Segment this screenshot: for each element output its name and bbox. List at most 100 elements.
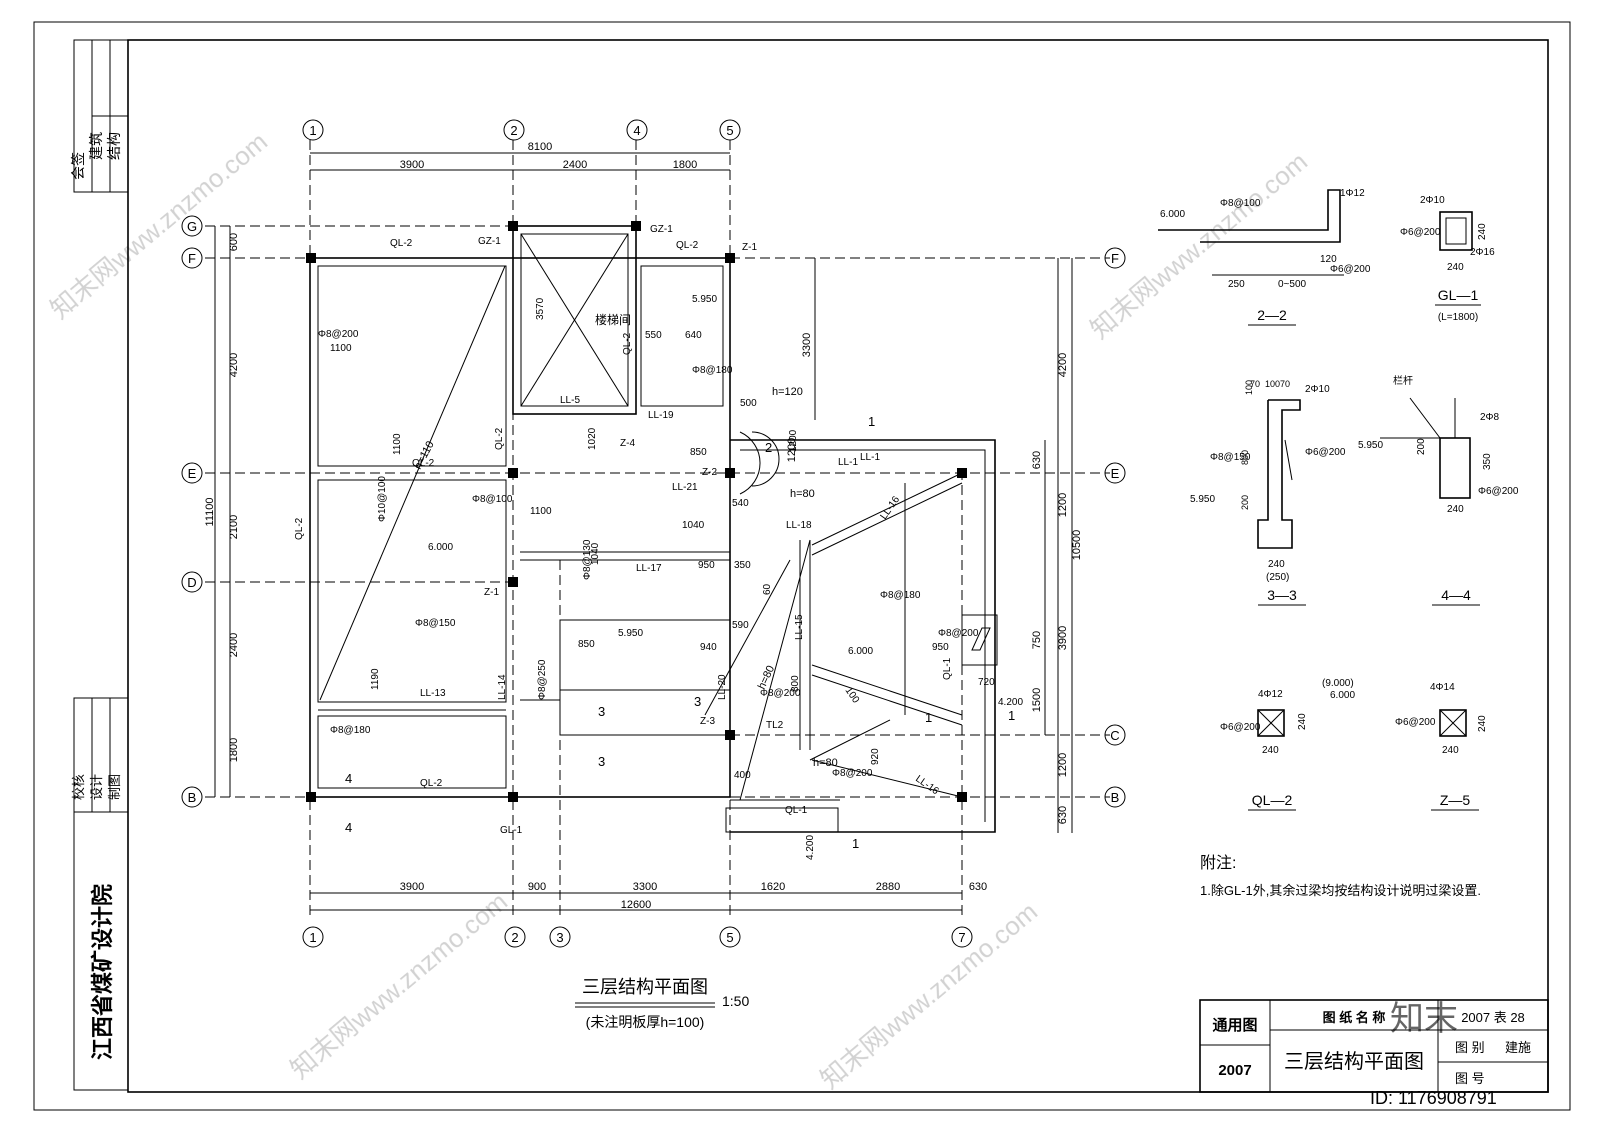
- tb-code: 2007 表 28: [1461, 1010, 1525, 1025]
- tb-name: 三层结构平面图: [1284, 1050, 1424, 1073]
- notes-block: 附注: 1.除GL-1外,其余过梁均按结构设计说明过梁设置.: [1200, 854, 1481, 898]
- s33-dim-240: 240: [1268, 559, 1285, 570]
- axis-right-B: B: [1111, 790, 1120, 805]
- rebar-8: Φ8@250: [537, 659, 548, 700]
- s33-dim-100b: 100: [1244, 380, 1254, 395]
- len-3: 1100: [530, 506, 552, 517]
- len-17: 950: [932, 642, 949, 653]
- section-mark-1: 1: [868, 414, 875, 429]
- elev-4: 6.000: [848, 646, 873, 657]
- len-23: 100: [843, 685, 862, 705]
- axis-top-5: 5: [726, 123, 733, 138]
- axis-bottom-5: 5: [726, 930, 733, 945]
- beam-ll14: LL-14: [497, 674, 508, 700]
- axis-top-4: 4: [633, 123, 640, 138]
- beam-ll16-b: LL-16: [913, 773, 941, 797]
- s33-elev: 5.950: [1190, 494, 1215, 505]
- stair-label: 楼梯间: [595, 312, 631, 327]
- s33-rebar-2: Φ8@150: [1210, 452, 1251, 463]
- beam-ll19: LL-19: [648, 410, 674, 421]
- axis-left-F: F: [188, 251, 196, 266]
- plan-note: (未注明板厚h=100): [586, 1014, 705, 1030]
- len-1: 1100: [330, 343, 352, 354]
- dim-left-3: 2100: [228, 515, 240, 539]
- dim-right-inner-1: 3300: [801, 333, 813, 357]
- beam-ql1-right: QL-1: [942, 657, 953, 680]
- s22-rebar-2: Φ8@100: [1220, 198, 1261, 209]
- beam-z2: Z-2: [702, 467, 717, 478]
- s33-dim-250: (250): [1266, 572, 1289, 583]
- beam-gz1-b: GZ-1: [650, 224, 673, 235]
- check-label: 校核: [71, 774, 87, 800]
- beam-ll15: LL-15: [794, 614, 805, 640]
- s33-rebar-1: 2Φ10: [1305, 384, 1330, 395]
- s33-title: 3—3: [1267, 587, 1297, 603]
- s44-dim-1: 240: [1447, 504, 1464, 515]
- dim-right-inner-4: 750: [1031, 631, 1043, 649]
- len-14: 590: [732, 620, 749, 631]
- detail-gl1: 2Φ10 Φ6@200 2Φ16 240 240 GL—1 (L=1800): [1400, 195, 1495, 323]
- beam-z1-top: Z-1: [742, 242, 757, 253]
- rebar-7: Φ8@130: [582, 539, 593, 580]
- sign-label: 会签: [70, 152, 87, 180]
- dimension-lines: 8100 3900 2400 1800 3900 900 3300 1620 2…: [204, 141, 1083, 911]
- section-mark-10: 4: [345, 820, 352, 835]
- s44-label: 栏杆: [1393, 374, 1413, 387]
- elev-1: 6.000: [428, 542, 453, 553]
- len-18: 720: [978, 677, 995, 688]
- rebar-3: Φ8@150: [415, 618, 456, 629]
- section-mark-2: 1: [852, 836, 859, 851]
- beam-tl2: TL2: [766, 720, 784, 731]
- s44-title: 4—4: [1441, 587, 1471, 603]
- dim-bottom-total: 12600: [621, 899, 652, 911]
- watermark-3: 知末网www.znzmo.com: [285, 886, 513, 1084]
- s44-elev: 5.950: [1358, 440, 1383, 451]
- detail-section-4-4: 栏杆 2Φ8 Φ6@200 5.950 240 350 200 4—4: [1358, 374, 1519, 606]
- dim-right-inner-2: 630: [1031, 451, 1043, 469]
- axis-left-B: B: [188, 790, 197, 805]
- dim-right-2: 1200: [1057, 493, 1069, 517]
- detail-section-3-3: 70 100 70 100 800 200 2Φ10 Φ8@150 Φ6@200…: [1190, 379, 1346, 606]
- s44-dim-2: 350: [1482, 453, 1493, 470]
- design-label: 设计: [90, 774, 105, 800]
- gl1-rebar-3: 2Φ16: [1470, 247, 1495, 258]
- elev-5: 4.200: [998, 697, 1023, 708]
- dim-bottom-2: 900: [528, 881, 546, 893]
- dim-right-total: 10500: [1071, 530, 1083, 561]
- beam-ll17: LL-17: [636, 563, 662, 574]
- z5-dim-2: 240: [1477, 715, 1488, 732]
- dim-bottom-6: 630: [969, 881, 987, 893]
- title-block: 通用图 2007 图 纸 名 称 三层结构平面图 2007 表 28 图 别 建…: [1199, 999, 1549, 1093]
- dim-top-total: 8100: [528, 141, 552, 153]
- watermark-4: 知末网www.znzmo.com: [815, 896, 1043, 1094]
- s22-rebar-1: 1Φ12: [1340, 188, 1365, 199]
- len-4: 1190: [370, 668, 381, 690]
- dim-bottom-5: 2880: [876, 881, 900, 893]
- z5-title: Z—5: [1440, 792, 1471, 808]
- axis-bottom-7: 7: [958, 930, 965, 945]
- elev-6: 4.200: [805, 835, 816, 860]
- len-7: 850: [690, 447, 707, 458]
- sheet-inner-frame: [127, 39, 1549, 1093]
- tb-general: 通用图: [1212, 1017, 1257, 1034]
- axis-left-G: G: [187, 219, 197, 234]
- s44-rebar-1: 2Φ8: [1480, 412, 1500, 423]
- gl1-dim-2: 240: [1477, 223, 1488, 240]
- s33-dim-70a: 70: [1250, 379, 1260, 389]
- axis-left-E: E: [188, 466, 197, 481]
- left-signature-strip: 会签 建筑 结构 校核 设计 制图 江西省煤矿设计院: [70, 39, 129, 1091]
- s33-dim-800: 800: [1240, 450, 1250, 465]
- rebar-1: Φ8@200: [318, 329, 359, 340]
- dim-left-4: 2400: [228, 633, 240, 657]
- beam-gl1: GL-1: [500, 825, 523, 836]
- tb-num-label: 图 号: [1455, 1071, 1485, 1086]
- dim-bottom-3: 3300: [633, 881, 657, 893]
- len-2: 1100: [392, 433, 403, 455]
- beam-ql2-e: QL-2: [412, 458, 435, 469]
- beam-ll21: LL-21: [672, 482, 698, 493]
- ql2-rebar-2: Φ6@200: [1220, 722, 1261, 733]
- detail-section-2-2: 6.000 250 0~500 120 1Φ12 Φ8@100 Φ6@200 2…: [1158, 188, 1371, 326]
- s44-rebar-2: Φ6@200: [1478, 486, 1519, 497]
- rebar-9: Φ8@180: [880, 590, 921, 601]
